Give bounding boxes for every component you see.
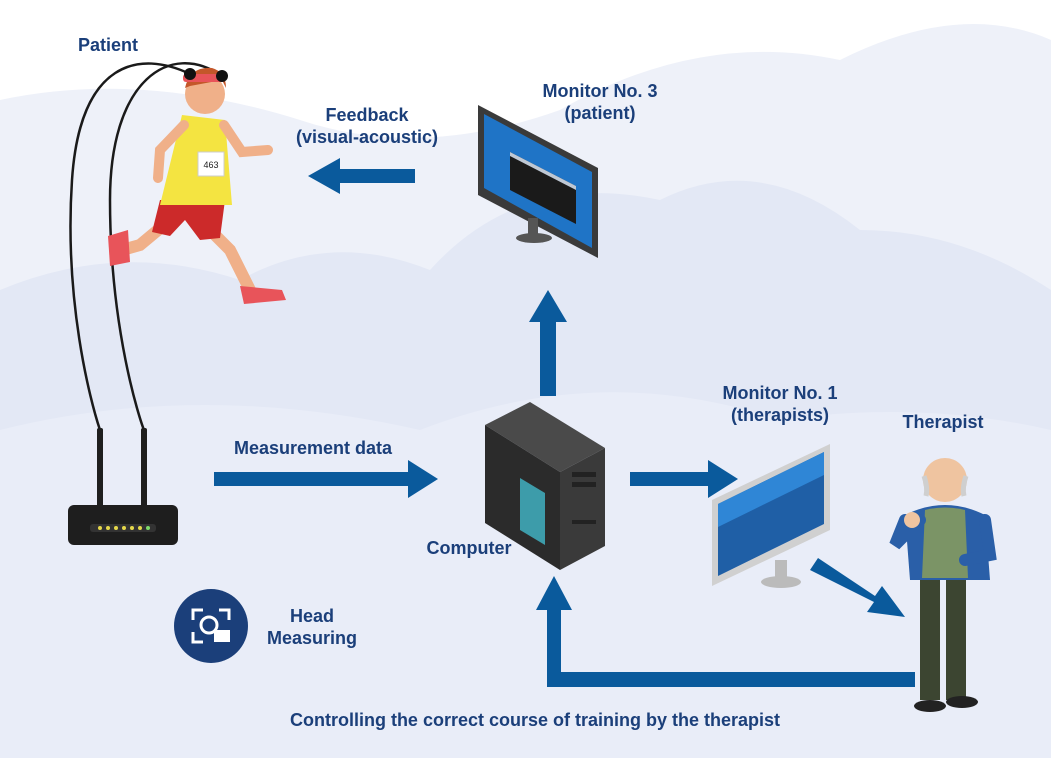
desktop-monitor-icon bbox=[478, 105, 598, 258]
pc-tower-icon bbox=[485, 402, 605, 570]
wifi-router-icon bbox=[68, 428, 178, 545]
measurement-data-label: Measurement data bbox=[233, 438, 393, 458]
patient-label: Patient bbox=[78, 35, 139, 55]
desktop-monitor-icon bbox=[712, 444, 830, 588]
computer-label: Computer bbox=[426, 538, 512, 558]
arrows bbox=[214, 158, 915, 687]
elderly-man-icon bbox=[889, 458, 997, 712]
monitor3-label: Monitor No. 3 (patient) bbox=[542, 81, 658, 123]
runner-with-headband-icon: 463 bbox=[108, 67, 286, 304]
arrow-feedback bbox=[308, 158, 415, 194]
electrode-cables bbox=[69, 62, 223, 431]
scan-badge-icon bbox=[174, 589, 248, 663]
arrow-computer-to-monitor3 bbox=[529, 290, 567, 396]
monitor1-label: Monitor No. 1 (therapists) bbox=[722, 383, 838, 425]
head-measuring-label: Head Measuring bbox=[266, 606, 358, 648]
bib-number: 463 bbox=[203, 160, 218, 170]
arrow-measurement-data bbox=[214, 460, 438, 498]
therapist-label: Therapist bbox=[902, 412, 984, 432]
arrow-monitor1-to-therapist bbox=[810, 558, 905, 617]
feedback-label: Feedback (visual-acoustic) bbox=[295, 105, 439, 147]
arrow-therapist-loop bbox=[536, 576, 915, 687]
diagram-caption: Controlling the correct course of traini… bbox=[289, 710, 781, 730]
arrow-computer-to-monitor1 bbox=[630, 460, 738, 498]
